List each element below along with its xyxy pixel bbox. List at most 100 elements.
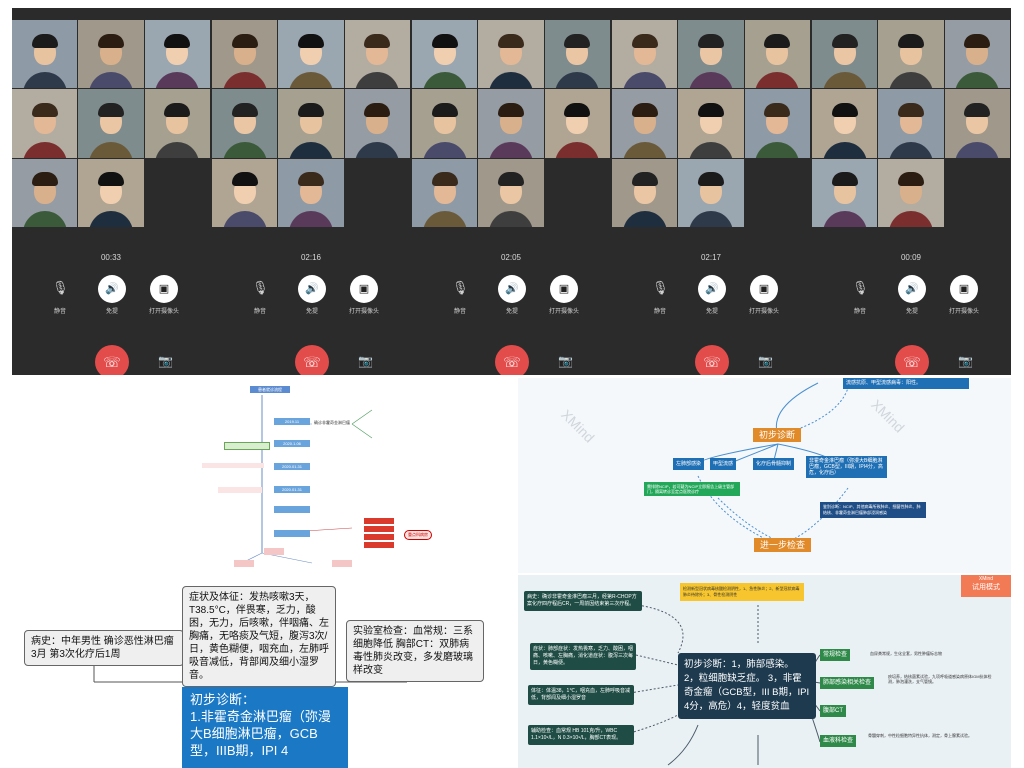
speaker-label: 免提 [705, 309, 718, 315]
participant-video[interactable] [678, 20, 744, 89]
participant-hair [831, 102, 858, 117]
participant-body [622, 72, 667, 89]
participant-video[interactable] [12, 158, 78, 227]
participant-video[interactable] [944, 20, 1010, 89]
participant-body [822, 72, 867, 89]
hangup-button[interactable]: ☏ [495, 345, 529, 375]
participant-hair [697, 102, 724, 117]
participant-video[interactable] [278, 89, 344, 158]
participant-video[interactable] [212, 20, 278, 89]
participant-video[interactable] [278, 20, 344, 89]
speaker-icon[interactable]: 🔊 [898, 275, 926, 303]
mute-icon[interactable]: 🎙 [652, 280, 669, 295]
speaker-icon[interactable]: 🔊 [498, 275, 526, 303]
participant-hair [31, 172, 58, 187]
switch-camera-icon[interactable]: 📷 [558, 354, 573, 368]
participant-body [488, 141, 533, 158]
switch-camera-icon[interactable]: 📷 [158, 354, 173, 368]
mute-icon[interactable]: 🎙 [52, 280, 69, 295]
speaker-icon[interactable]: 🔊 [98, 275, 126, 303]
hangup-button[interactable]: ☏ [295, 345, 329, 375]
switch-camera-icon[interactable]: 📷 [358, 354, 373, 368]
mute-icon[interactable]: 🎙 [252, 280, 269, 295]
participant-video[interactable] [744, 20, 810, 89]
switch-camera-icon[interactable]: 📷 [758, 354, 773, 368]
participant-video[interactable] [412, 158, 478, 227]
participant-body [155, 141, 200, 158]
hangup-button[interactable]: ☏ [695, 345, 729, 375]
participant-video[interactable] [212, 158, 278, 227]
participant-video[interactable] [878, 20, 944, 89]
participant-video[interactable] [478, 158, 544, 227]
participant-video[interactable] [412, 89, 478, 158]
participant-video[interactable] [812, 158, 878, 227]
speaker-label: 免提 [505, 309, 518, 315]
participant-video[interactable] [212, 89, 278, 158]
participant-video[interactable] [878, 89, 944, 158]
summary-left-note-3: 体征：体温38，1℃，咽充血，左肺呼吸音减低，背部闻及细小湿罗音 [528, 685, 634, 705]
participant-video[interactable] [744, 89, 810, 158]
call-panel: 02:05🎙静音🔊免提▣打开摄像头☏📷 [412, 8, 610, 375]
participant-video[interactable] [278, 158, 344, 227]
flow-red-label: 重点科病房 [404, 530, 432, 540]
speaker-icon[interactable]: 🔊 [298, 275, 326, 303]
participant-video[interactable] [678, 89, 744, 158]
participant-body [22, 72, 67, 89]
camera-icon[interactable]: ▣ [950, 275, 978, 303]
participant-video[interactable] [78, 20, 144, 89]
participant-video[interactable] [78, 89, 144, 158]
participant-video[interactable] [78, 158, 144, 227]
participant-video[interactable] [812, 20, 878, 89]
participant-video[interactable] [812, 89, 878, 158]
participant-video[interactable] [144, 20, 210, 89]
camera-icon[interactable]: ▣ [350, 275, 378, 303]
switch-camera-icon[interactable]: 📷 [958, 354, 973, 368]
flowchart-connectors [241, 395, 373, 564]
participant-video[interactable] [12, 20, 78, 89]
speaker-icon[interactable]: 🔊 [698, 275, 726, 303]
participant-hair [297, 172, 324, 187]
flow-step-box-2 [274, 530, 310, 537]
mute-icon[interactable]: 🎙 [452, 280, 469, 295]
xmind-trial-badge[interactable]: XMind 试用模式 [961, 575, 1011, 597]
participant-video[interactable] [478, 20, 544, 89]
mute-label: 静音 [53, 309, 66, 315]
participant-body [622, 141, 667, 158]
participant-video[interactable] [612, 20, 678, 89]
participant-hair [431, 33, 458, 48]
participant-video[interactable] [412, 20, 478, 89]
mute-icon[interactable]: 🎙 [852, 280, 869, 295]
participant-video[interactable] [944, 89, 1010, 158]
participant-video[interactable] [612, 89, 678, 158]
participant-grid [612, 20, 810, 227]
participant-video[interactable] [144, 89, 210, 158]
participant-video[interactable] [544, 20, 610, 89]
flow-left-box [224, 442, 270, 450]
participant-video[interactable] [344, 89, 410, 158]
participant-body [555, 72, 600, 89]
hangup-button[interactable]: ☏ [95, 345, 129, 375]
participant-body [222, 72, 267, 89]
hangup-button[interactable]: ☏ [895, 345, 929, 375]
camera-icon[interactable]: ▣ [150, 275, 178, 303]
participant-hair [231, 33, 258, 48]
participant-hair [631, 172, 658, 187]
participant-video[interactable] [478, 89, 544, 158]
camera-icon[interactable]: ▣ [550, 275, 578, 303]
case-diagnosis-body: 1.非霍奇金淋巴瘤（弥漫大B细胞淋巴瘤，GCB型，IIIB期，IPI 4 [190, 709, 331, 758]
camera-icon[interactable]: ▣ [750, 275, 778, 303]
flow-left-box-2 [202, 463, 264, 468]
mindmap-child-4: 非霍奇金淋巴瘤（弥漫大B细胞淋巴瘤，GCB型，III期，IPI4分，高危，化疗后… [806, 456, 887, 478]
call-timer: 00:09 [900, 253, 922, 262]
participant-video[interactable] [612, 158, 678, 227]
participant-video[interactable] [544, 89, 610, 158]
participant-body [688, 72, 733, 89]
case-diagnosis-box: 初步诊断： 1.非霍奇金淋巴瘤（弥漫大B细胞淋巴瘤，GCB型，IIIB期，IPI… [182, 687, 348, 768]
camera-label: 打开摄像头 [148, 309, 179, 315]
participant-video[interactable] [678, 158, 744, 227]
participant-video[interactable] [12, 89, 78, 158]
participant-video[interactable] [878, 158, 944, 227]
participant-video[interactable] [344, 20, 410, 89]
summary-right-note-2: 痰培养，结核菌素试验，九项呼吸道感染病原体IGM抗体检测，肺泡灌洗，支气管镜。 [888, 674, 992, 684]
mute-label: 静音 [453, 309, 466, 315]
